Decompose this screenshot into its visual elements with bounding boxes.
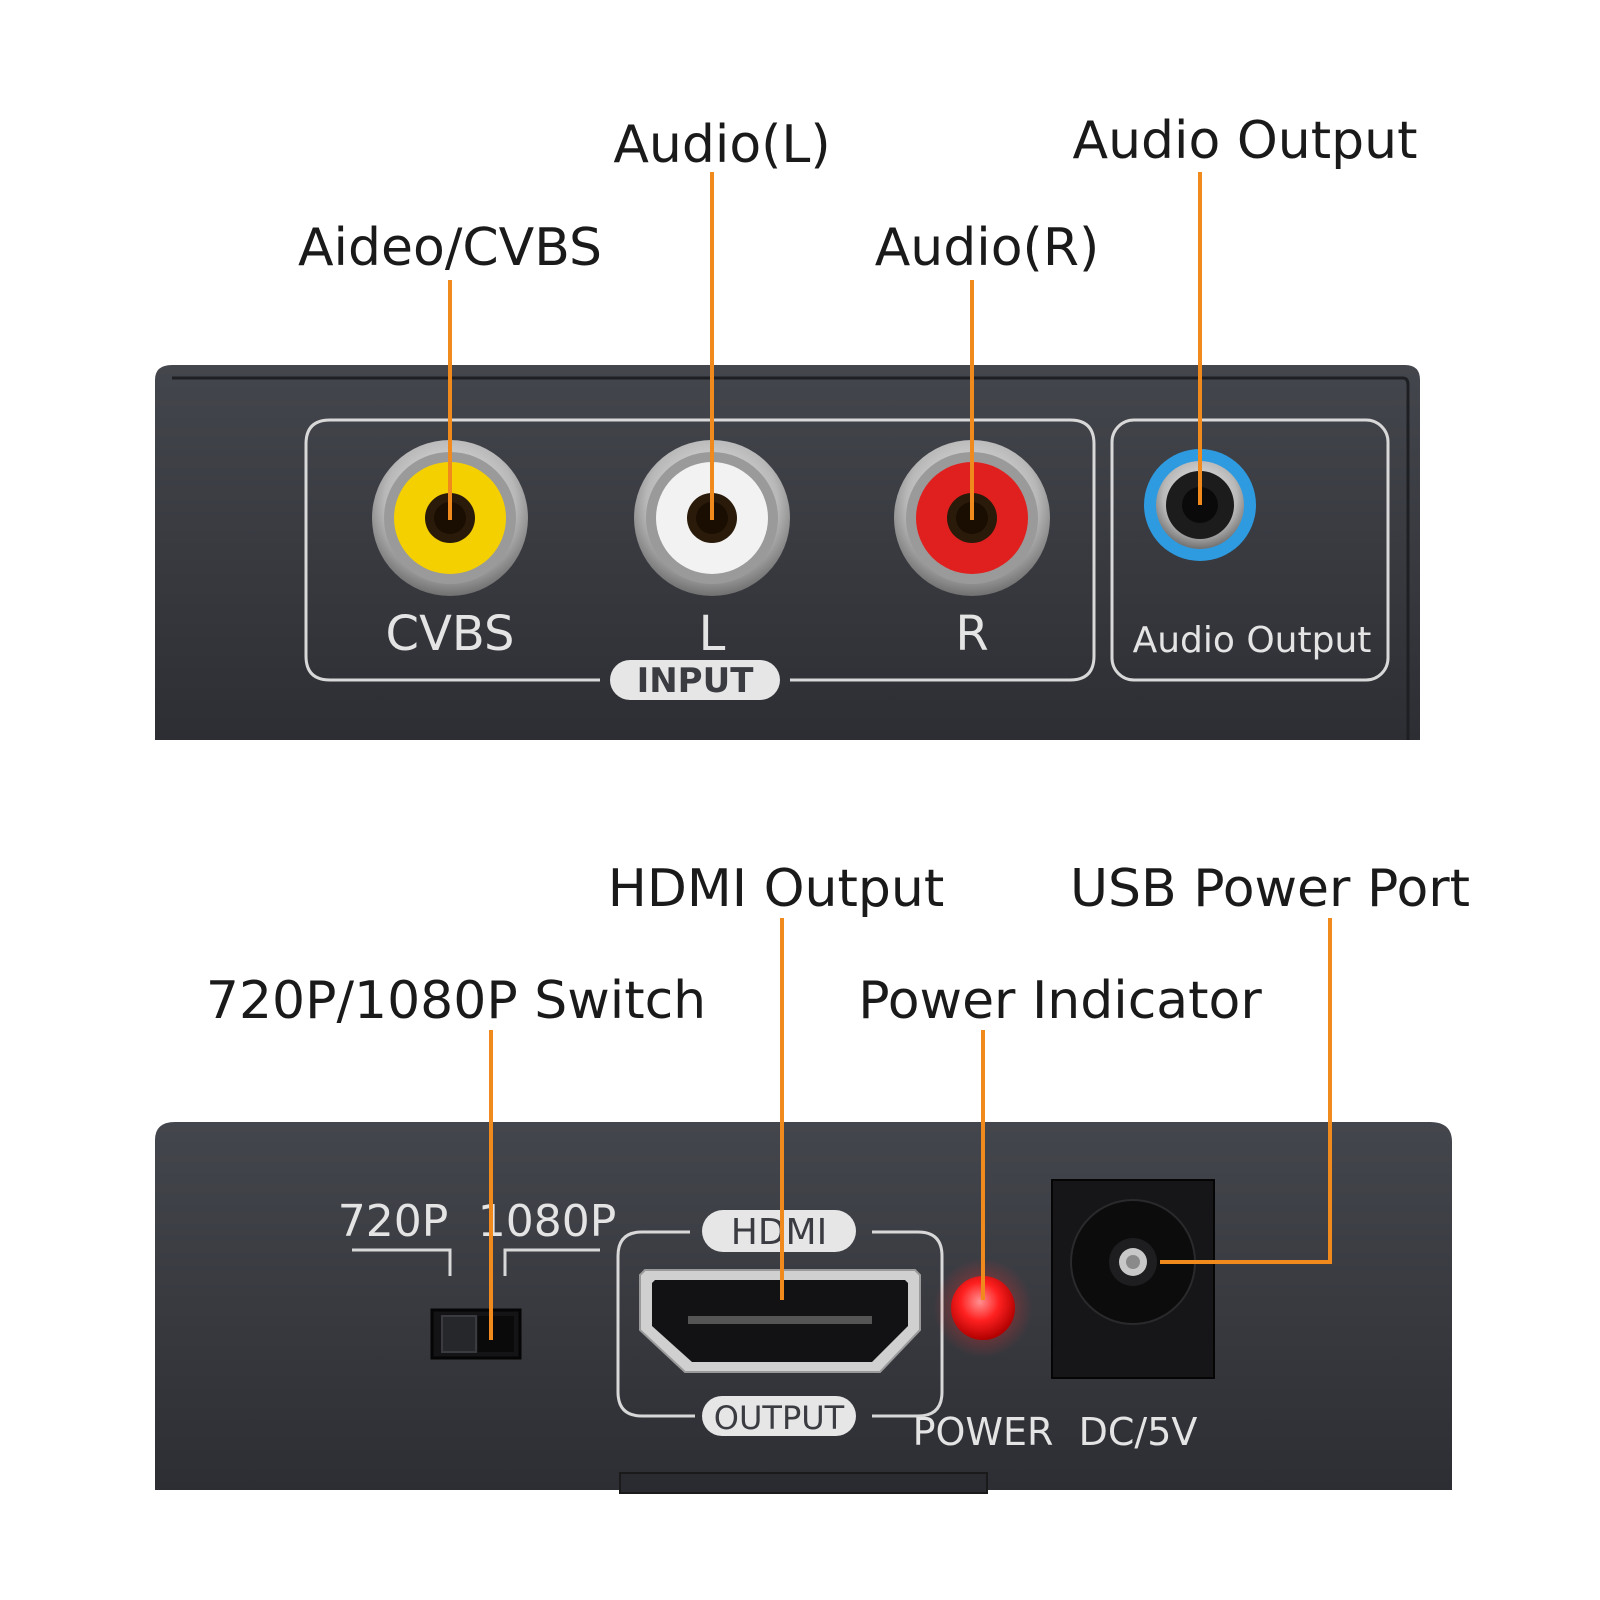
output-badge [702, 1396, 856, 1436]
dc-label: DC/5V [1079, 1410, 1198, 1454]
callout-video-cvbs: Aideo/CVBS [298, 218, 602, 278]
callout-power-indicator: Power Indicator [858, 971, 1262, 1031]
leader-lines [448, 172, 1332, 1340]
audio-output-panel-label: Audio Output [1133, 620, 1372, 661]
power-label: POWER [913, 1410, 1054, 1454]
callout-audio-output: Audio Output [1073, 111, 1418, 171]
hdmi-badge-label: HDMI [731, 1212, 827, 1253]
switch-1080p-label: 1080P [478, 1196, 617, 1247]
resolution-slide-switch[interactable] [430, 1308, 522, 1360]
callout-audio-r: Audio(R) [875, 218, 1100, 278]
switch-1080p-bracket [503, 1248, 600, 1276]
hdmi-port [639, 1269, 921, 1373]
input-badge-label: INPUT [637, 661, 755, 701]
leader-usb [1160, 918, 1332, 1264]
hdmi-badge [702, 1210, 856, 1252]
callout-switch: 720P/1080P Switch [206, 971, 706, 1031]
switch-720p-bracket [352, 1248, 452, 1276]
back-panel: 720P 1080P HDMI OUTPUT POWER [155, 1122, 1452, 1494]
callout-hdmi-output: HDMI Output [608, 859, 945, 919]
input-group-frame [304, 418, 1096, 682]
output-badge-label: OUTPUT [714, 1399, 845, 1437]
front-panel: INPUT [155, 365, 1420, 740]
input-badge [610, 660, 780, 700]
l-label: L [699, 606, 726, 662]
switch-720p-label: 720P [338, 1196, 449, 1247]
callout-labels: Aideo/CVBS Audio(L) Audio(R) Audio Outpu… [206, 111, 1470, 1031]
callout-audio-l: Audio(L) [613, 115, 830, 175]
cvbs-label: CVBS [386, 606, 515, 662]
callout-usb-power-port: USB Power Port [1070, 859, 1470, 919]
dc-power-jack [1051, 1179, 1215, 1379]
audio-output-frame [1110, 418, 1390, 682]
power-led [933, 1258, 1033, 1358]
r-label: R [955, 606, 988, 662]
